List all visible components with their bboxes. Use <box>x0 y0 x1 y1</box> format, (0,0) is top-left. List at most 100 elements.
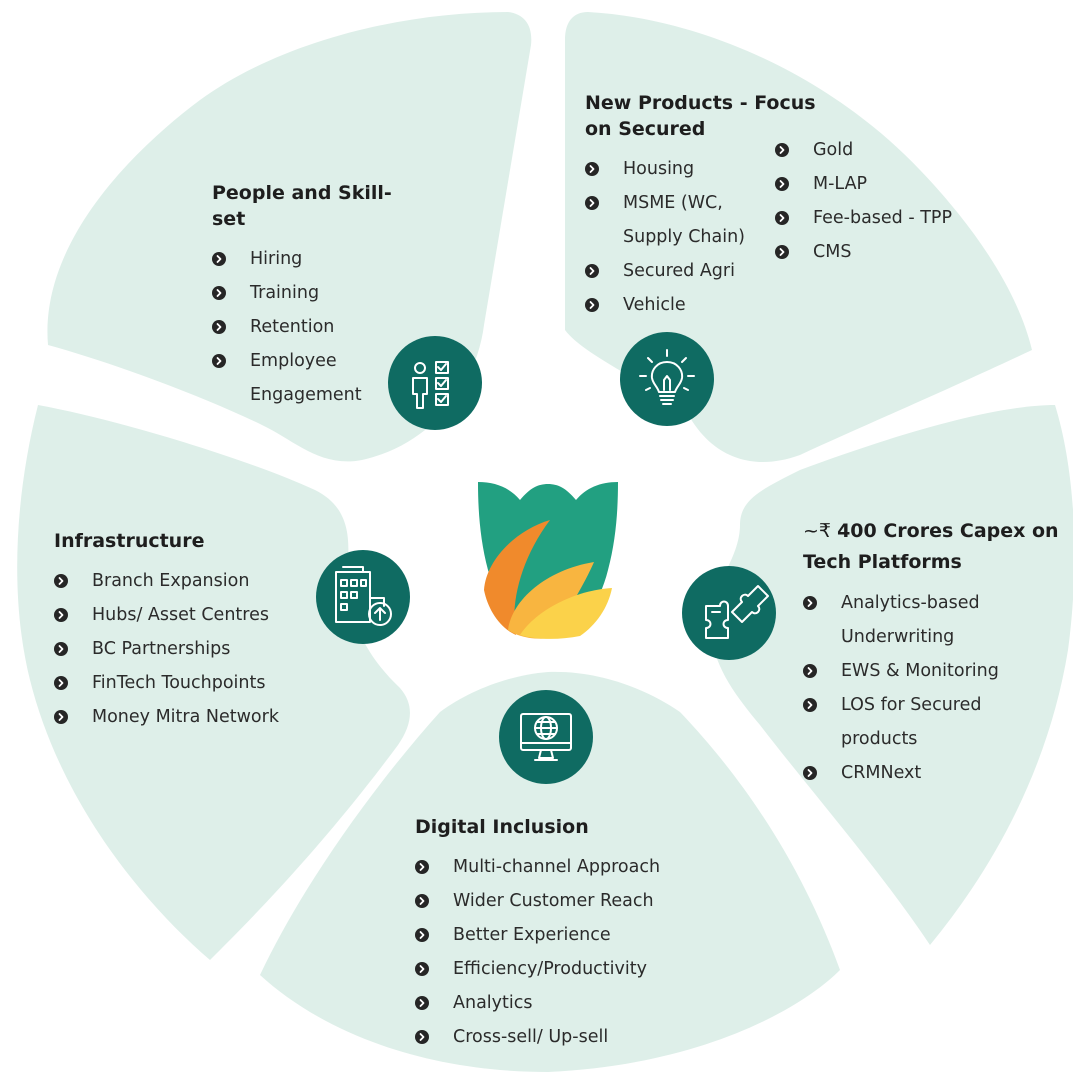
list-item-text: FinTech Touchpoints <box>92 673 266 693</box>
list-item-text: M-LAP <box>813 174 868 194</box>
list-item-text: CMS <box>813 242 852 262</box>
list-item: CRMNext <box>803 756 1068 790</box>
list-item: FinTech Touchpoints <box>54 666 324 700</box>
list-item: Money Mitra Network <box>54 700 324 734</box>
list-item-text: Money Mitra Network <box>92 707 279 727</box>
list-item-text: Underwriting <box>841 627 955 647</box>
list-item-text: Training <box>250 283 320 303</box>
building-upgrade-icon <box>316 550 410 644</box>
chevron-bullet-icon <box>415 894 429 908</box>
list-item-text: Gold <box>813 140 854 160</box>
list-item-text: Branch Expansion <box>92 571 250 591</box>
petal-infrastructure <box>17 405 410 960</box>
list-item-text: Engagement <box>250 385 362 405</box>
list-item: Retention <box>212 310 412 344</box>
list-item-text: Better Experience <box>453 925 611 945</box>
chevron-bullet-icon <box>54 608 68 622</box>
list-item: Cross-sell/ Up-sell <box>415 1020 715 1054</box>
chevron-bullet-icon <box>54 710 68 724</box>
list-item: Fee-based - TPP <box>775 201 975 235</box>
lightbulb-icon <box>620 332 714 426</box>
chevron-bullet-icon <box>803 596 817 610</box>
list-item-text: Housing <box>623 159 695 179</box>
logo-amber-leaf <box>508 562 594 639</box>
list-item-text: MSME (WC, <box>623 193 723 213</box>
list-item-text: Cross-sell/ Up-sell <box>453 1027 609 1047</box>
list-item-text: Retention <box>250 317 335 337</box>
chevron-bullet-icon <box>585 196 599 210</box>
chevron-bullet-icon <box>415 996 429 1010</box>
petal-digital <box>260 671 840 1072</box>
chevron-bullet-icon <box>775 143 789 157</box>
list-item: Housing <box>585 152 755 186</box>
chevron-bullet-icon <box>212 286 226 300</box>
list-item-text: Analytics-based <box>841 593 980 613</box>
list-item-text: BC Partnerships <box>92 639 231 659</box>
list-item: LOS for Secured products <box>803 688 1068 756</box>
list-item: Secured Agri <box>585 254 755 288</box>
list-item: Branch Expansion <box>54 564 324 598</box>
title-line: 400 Crores Capex on <box>837 520 1059 542</box>
list-item-text: products <box>841 729 918 749</box>
title-line: New Products - Focus <box>585 92 816 114</box>
chevron-bullet-icon <box>415 1030 429 1044</box>
chevron-bullet-icon <box>803 766 817 780</box>
list-item: EWS & Monitoring <box>803 654 1068 688</box>
puzzle-pieces-icon <box>682 566 776 660</box>
title-prefix: ~₹ <box>803 520 838 542</box>
list-item-text: Supply Chain) <box>623 227 746 247</box>
chevron-bullet-icon <box>415 962 429 976</box>
chevron-bullet-icon <box>775 177 789 191</box>
sector-title: People and Skill-set <box>212 182 392 230</box>
chevron-bullet-icon <box>212 354 226 368</box>
list-item-text: Analytics <box>453 993 533 1013</box>
list-item: Gold <box>775 133 975 167</box>
petal-tech <box>709 405 1073 945</box>
list-item: Training <box>212 276 412 310</box>
chevron-bullet-icon <box>775 245 789 259</box>
list-item: Vehicle <box>585 288 755 322</box>
people-checklist-icon <box>388 336 482 430</box>
list-item: Hiring <box>212 242 412 276</box>
logo-orange-leaf <box>484 520 550 635</box>
chevron-bullet-icon <box>54 642 68 656</box>
list-item-text: LOS for Secured <box>841 695 982 715</box>
logo-yellow-leaf <box>520 588 612 639</box>
chevron-bullet-icon <box>585 264 599 278</box>
list-item-text: EWS & Monitoring <box>841 661 999 681</box>
sector-title: Digital Inclusion <box>415 816 589 838</box>
list-item-text: Secured Agri <box>623 261 735 281</box>
sector-title: Infrastructure <box>54 530 205 552</box>
list-item: Wider Customer Reach <box>415 884 715 918</box>
chevron-bullet-icon <box>54 574 68 588</box>
chevron-bullet-icon <box>803 664 817 678</box>
list-item: Efficiency/Productivity <box>415 952 715 986</box>
chevron-bullet-icon <box>585 298 599 312</box>
list-item-text: Hubs/ Asset Centres <box>92 605 269 625</box>
list-item-text: CRMNext <box>841 763 922 783</box>
list-item-text: Vehicle <box>623 295 686 315</box>
sector-title: ~₹ 400 Crores Capex on Tech Platforms <box>803 516 1068 578</box>
chevron-bullet-icon <box>775 211 789 225</box>
title-line: on Secured <box>585 118 706 140</box>
list-item: Better Experience <box>415 918 715 952</box>
list-item: MSME (WC, Supply Chain) <box>585 186 755 254</box>
list-item: Hubs/ Asset Centres <box>54 598 324 632</box>
chevron-bullet-icon <box>212 252 226 266</box>
list-item: Multi-channel Approach <box>415 850 715 884</box>
list-item-text: Wider Customer Reach <box>453 891 654 911</box>
chevron-bullet-icon <box>54 676 68 690</box>
company-logo-icon <box>478 482 618 639</box>
list-item-text: Multi-channel Approach <box>453 857 661 877</box>
